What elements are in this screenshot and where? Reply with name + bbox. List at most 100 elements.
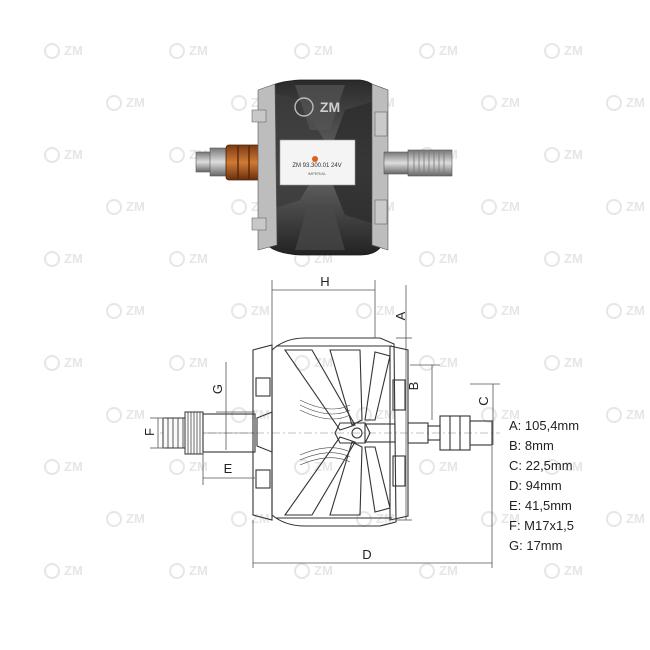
watermark-text: ZM	[564, 563, 583, 578]
watermark-text: ZM	[64, 459, 83, 474]
watermark-logo-icon	[44, 251, 60, 267]
watermark-logo-icon	[169, 147, 185, 163]
watermark-logo-icon	[356, 303, 372, 319]
watermark-text: ZM	[64, 355, 83, 370]
watermark-text: ZM	[626, 511, 645, 526]
watermark-logo-icon	[231, 511, 247, 527]
watermark-logo-icon	[294, 459, 310, 475]
watermark-logo-icon	[106, 95, 122, 111]
watermark-text: ZM	[439, 251, 458, 266]
watermark-text: ZM	[439, 355, 458, 370]
watermark-logo-icon	[106, 303, 122, 319]
watermark-logo-icon	[294, 355, 310, 371]
watermark-logo-icon	[481, 407, 497, 423]
watermark-logo-icon	[544, 355, 560, 371]
watermark-logo-icon	[169, 459, 185, 475]
rotor-technical-drawing: H A B C G F E D	[142, 274, 500, 568]
watermark-text: ZM	[251, 407, 270, 422]
spec-f: F: M17x1,5	[509, 518, 575, 533]
watermark-text: ZM	[126, 407, 145, 422]
watermark-text: ZM	[626, 303, 645, 318]
watermark-text: ZM	[564, 355, 583, 370]
watermark-logo-icon	[606, 511, 622, 527]
spec-b: B: 8mm	[509, 438, 554, 453]
watermark-text: ZM	[376, 407, 395, 422]
watermark-text: ZM	[626, 407, 645, 422]
dim-letter-f: F	[142, 428, 157, 436]
watermark-logo-icon	[231, 407, 247, 423]
spec-e: E: 41,5mm	[509, 498, 572, 513]
dim-letter-a: A	[393, 311, 408, 320]
watermark-text: ZM	[501, 95, 520, 110]
watermark-text: ZM	[64, 147, 83, 162]
watermark-text: ZM	[314, 459, 333, 474]
watermark-logo-icon	[481, 303, 497, 319]
watermark-logo-icon	[606, 199, 622, 215]
dim-letter-h: H	[320, 274, 329, 289]
watermark-text: ZM	[314, 563, 333, 578]
watermark-logo-icon	[544, 147, 560, 163]
watermark-logo-icon	[419, 355, 435, 371]
photo-label-line2: IMPERIAL	[308, 171, 327, 176]
watermark-logo-icon	[419, 563, 435, 579]
watermark-text: ZM	[439, 563, 458, 578]
watermark-text: ZM	[64, 43, 83, 58]
watermark-text: ZM	[314, 355, 333, 370]
watermark-text: ZM	[439, 459, 458, 474]
watermark-logo-icon	[44, 459, 60, 475]
watermark-logo-icon	[481, 95, 497, 111]
watermark-logo-icon	[419, 43, 435, 59]
watermark-text: ZM	[501, 199, 520, 214]
spec-g: G: 17mm	[509, 538, 563, 553]
watermark-logo-icon	[544, 43, 560, 59]
watermark-logo-icon	[606, 95, 622, 111]
watermark-logo-icon	[356, 511, 372, 527]
dim-letter-g: G	[210, 384, 225, 394]
watermark-logo-icon	[44, 147, 60, 163]
watermark-text: ZM	[64, 251, 83, 266]
rotor-photo: ZM 93.300.01 24V IMPERIAL ZM	[195, 79, 453, 256]
watermark-text: ZM	[126, 303, 145, 318]
watermark-logo-icon	[419, 251, 435, 267]
watermark-text: ZM	[501, 303, 520, 318]
watermark-text: ZM	[626, 199, 645, 214]
watermark-text: ZM	[376, 303, 395, 318]
spec-d: D: 94mm	[509, 478, 562, 493]
watermark-logo-icon	[419, 459, 435, 475]
watermark-logo-icon	[169, 563, 185, 579]
watermark-logo-icon	[106, 199, 122, 215]
watermark-logo-icon	[481, 511, 497, 527]
watermark-text: ZM	[126, 95, 145, 110]
watermark-logo-icon	[169, 43, 185, 59]
watermark-text: ZM	[564, 147, 583, 162]
watermark-logo-icon	[231, 199, 247, 215]
watermark-text: ZM	[501, 511, 520, 526]
watermark-text: ZM	[189, 563, 208, 578]
watermark-logo-icon	[606, 303, 622, 319]
watermark-text: ZM	[564, 251, 583, 266]
dim-letter-c: C	[476, 396, 491, 405]
watermark-text: ZM	[189, 355, 208, 370]
spec-c: C: 22,5mm	[509, 458, 573, 473]
watermark-logo-icon	[294, 43, 310, 59]
watermark-logo-icon	[356, 407, 372, 423]
watermark-text: ZM	[501, 407, 520, 422]
watermark-logo-icon	[106, 511, 122, 527]
dim-letter-d: D	[362, 547, 371, 562]
watermark-logo-icon	[169, 355, 185, 371]
watermark-text: ZM	[314, 43, 333, 58]
watermark-logo-icon	[169, 251, 185, 267]
watermark-text: ZM	[564, 459, 583, 474]
watermark-logo-icon	[544, 251, 560, 267]
dim-letter-e: E	[224, 461, 233, 476]
watermark-logo-icon	[294, 563, 310, 579]
watermark-text: ZM	[251, 511, 270, 526]
watermark-text: ZM	[64, 563, 83, 578]
watermark-text: ZM	[189, 459, 208, 474]
watermark-logo-icon	[481, 199, 497, 215]
watermark-text: ZM	[189, 251, 208, 266]
photo-label-line1: ZM 93.300.01 24V	[292, 163, 341, 169]
watermark-logo-icon	[231, 303, 247, 319]
photo-brand-badge: ZM	[320, 99, 340, 115]
